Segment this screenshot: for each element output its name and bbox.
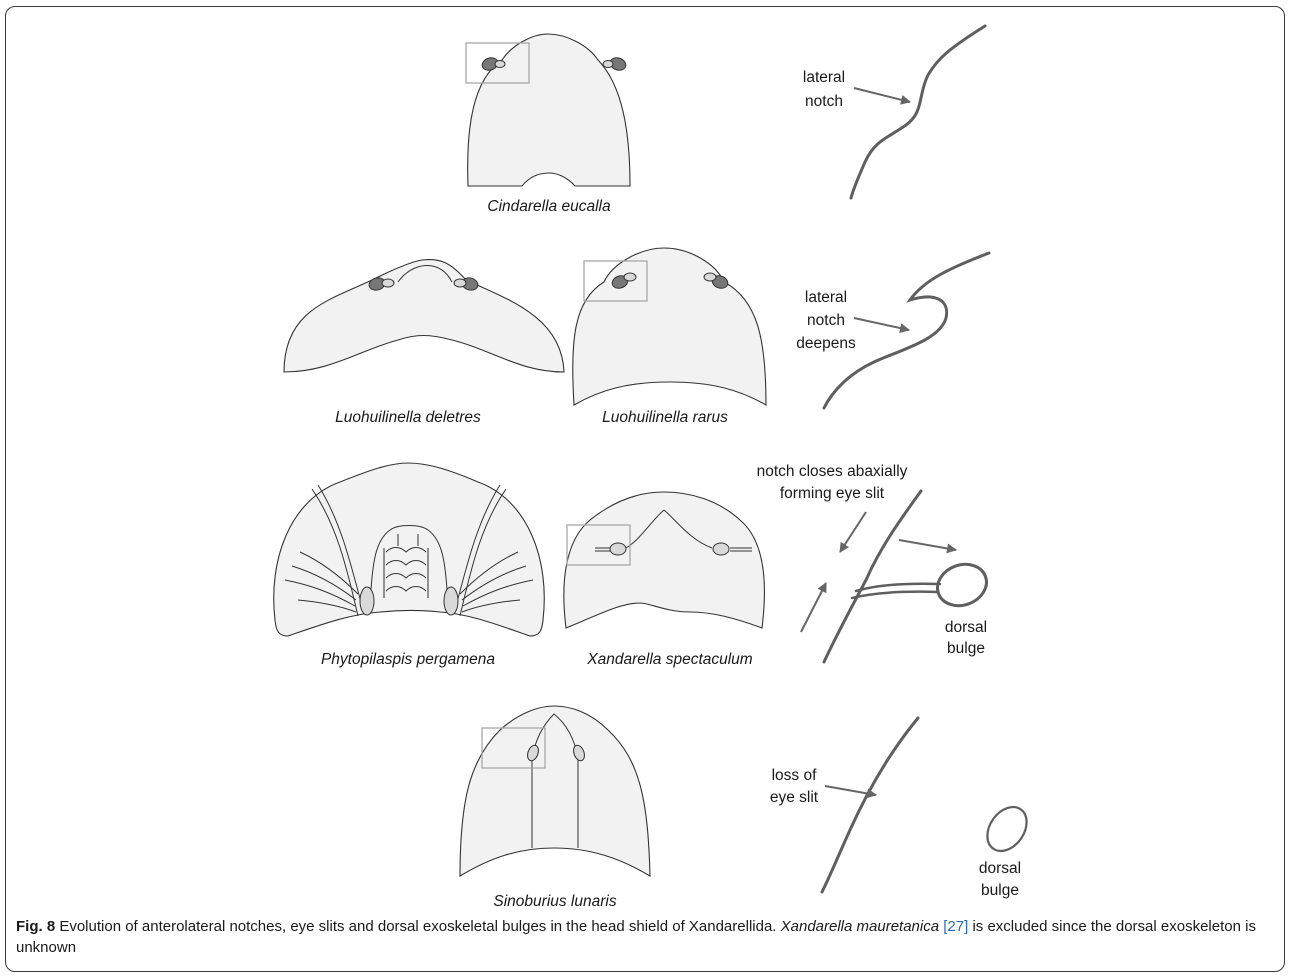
label-forming-eye-slit: forming eye slit — [780, 485, 885, 502]
caption-fig-label: Fig. 8 — [16, 918, 55, 935]
figure-caption: Fig. 8 Evolution of anterolateral notche… — [16, 916, 1278, 958]
label-xandarella: Xandarella spectaculum — [586, 651, 753, 668]
label-cindarella: Cindarella eucalla — [487, 198, 611, 215]
caption-species: Xandarella mauretanica — [781, 918, 939, 935]
label-bulge: bulge — [981, 882, 1019, 899]
label-bulge: bulge — [947, 640, 985, 657]
label-dorsal: dorsal — [979, 860, 1021, 877]
phytopilaspis-head-shield — [274, 463, 545, 636]
label-notch: notch — [805, 93, 843, 110]
cindarella-head-shield — [466, 34, 630, 186]
eye-right — [444, 587, 458, 615]
caption-reference-link[interactable]: [27] — [943, 918, 968, 935]
label-luohuilinella-rarus: Luohuilinella rarus — [602, 409, 728, 426]
sinoburius-head-shield — [460, 706, 650, 876]
luohuilinella-deletres-head-shield — [284, 260, 564, 372]
label-luohuilinella-deletres: Luohuilinella deletres — [335, 409, 481, 426]
eye-right — [713, 543, 729, 555]
luohuilinella-rarus-head-shield — [573, 248, 766, 405]
label-dorsal: dorsal — [945, 619, 987, 636]
eye-left — [360, 587, 374, 615]
eye-slit-detail: notch closes abaxially forming eye slit … — [757, 463, 993, 662]
label-sinoburius: Sinoburius lunaris — [493, 893, 616, 910]
eye-left — [610, 543, 626, 555]
arrow-closes-left — [840, 512, 866, 552]
arrow-lateral-notch — [854, 88, 910, 102]
label-eye-slit: eye slit — [770, 789, 819, 806]
caption-text: Evolution of anterolateral notches, eye … — [55, 918, 780, 935]
label-lateral: lateral — [805, 289, 847, 306]
label-phytopilaspis: Phytopilaspis pergamena — [321, 651, 495, 668]
dorsal-bulge-shape — [979, 800, 1034, 859]
arrow-to-bulge — [899, 540, 956, 550]
lateral-notch-deepens-detail: lateral notch deepens — [796, 253, 989, 408]
label-loss-of: loss of — [772, 767, 817, 784]
xandarella-head-shield — [564, 492, 765, 628]
label-notch-closes: notch closes abaxially — [757, 463, 908, 480]
arrow-closes-right — [801, 583, 826, 632]
label-lateral: lateral — [803, 69, 845, 86]
label-notch: notch — [807, 312, 845, 329]
lateral-notch-detail: lateral notch — [803, 26, 985, 198]
label-deepens: deepens — [796, 335, 856, 352]
dorsal-bulge-shape — [932, 558, 993, 613]
arrow-notch-deepens — [854, 318, 909, 330]
loss-of-eye-slit-detail: loss of eye slit dorsal bulge — [770, 718, 1035, 899]
